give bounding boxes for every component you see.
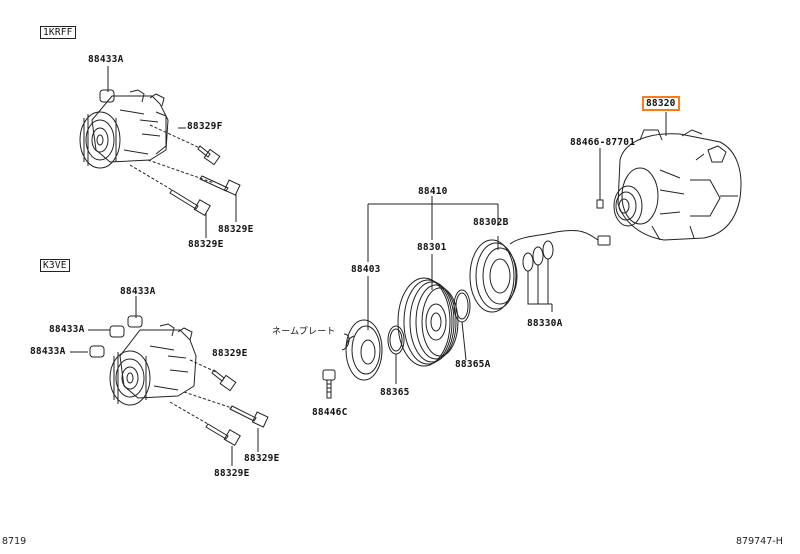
part-number-88329e[interactable]: 88329E xyxy=(188,239,224,250)
part-number-88365a[interactable]: 88365A xyxy=(455,359,491,370)
footer-left-code: 8719 xyxy=(2,536,27,547)
clutch-exploded-illustration xyxy=(322,196,611,399)
part-number-88329e[interactable]: 88329E xyxy=(218,224,254,235)
compressor-main-illustration xyxy=(596,112,742,241)
part-number-88320-highlighted[interactable]: 88320 xyxy=(642,96,680,111)
part-number-88433a[interactable]: 88433A xyxy=(88,54,124,65)
footer-right-code: 879747-H xyxy=(736,536,783,547)
compressor-bottom-illustration xyxy=(70,296,269,466)
variant-label-1krff: 1KRFF xyxy=(40,26,76,39)
part-number-88329e[interactable]: 88329E xyxy=(244,453,280,464)
part-number-88329e[interactable]: 88329E xyxy=(212,348,248,359)
part-number-88329e[interactable]: 88329E xyxy=(214,468,250,479)
part-number-88329f[interactable]: 88329F xyxy=(187,121,223,132)
part-number-88433a[interactable]: 88433A xyxy=(120,286,156,297)
part-number-88302b[interactable]: 88302B xyxy=(473,217,509,228)
part-number-88301[interactable]: 88301 xyxy=(417,242,447,253)
part-number-88330a[interactable]: 88330A xyxy=(527,318,563,329)
part-number-88433a[interactable]: 88433A xyxy=(30,346,66,357)
part-number-88365[interactable]: 88365 xyxy=(380,387,410,398)
variant-label-k3ve: K3VE xyxy=(40,259,70,272)
part-number-88403[interactable]: 88403 xyxy=(351,264,381,275)
part-number-88466-87701[interactable]: 88466-87701 xyxy=(570,137,636,148)
compressor-top-illustration xyxy=(79,66,241,238)
part-number-88446c[interactable]: 88446C xyxy=(312,407,348,418)
part-number-88410[interactable]: 88410 xyxy=(418,186,448,197)
nameplate-label: ネームプレート xyxy=(272,327,336,337)
part-number-88433a[interactable]: 88433A xyxy=(49,324,85,335)
